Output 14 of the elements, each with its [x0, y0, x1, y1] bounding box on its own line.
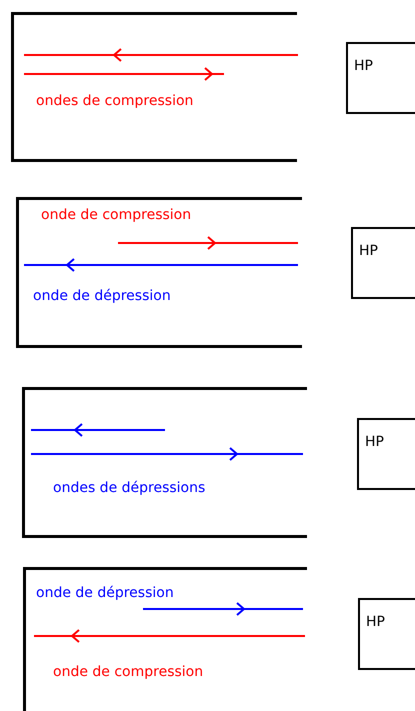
pressure-box: HP — [358, 598, 415, 670]
wave-label: onde de dépression — [33, 288, 171, 304]
tube-outline — [11, 12, 297, 162]
tube-outline — [23, 567, 307, 711]
pressure-box: HP — [357, 418, 415, 490]
wave-label: ondes de compression — [36, 93, 194, 109]
wave-label: ondes de dépressions — [53, 480, 206, 496]
wave-label: onde de compression — [53, 664, 204, 680]
wave-label: onde de dépression — [36, 585, 174, 601]
tube-outline — [22, 387, 307, 538]
wave-label: onde de compression — [41, 207, 192, 223]
pressure-box: HP — [346, 42, 415, 114]
pressure-box: HP — [351, 227, 415, 299]
tube-outline — [16, 197, 302, 348]
